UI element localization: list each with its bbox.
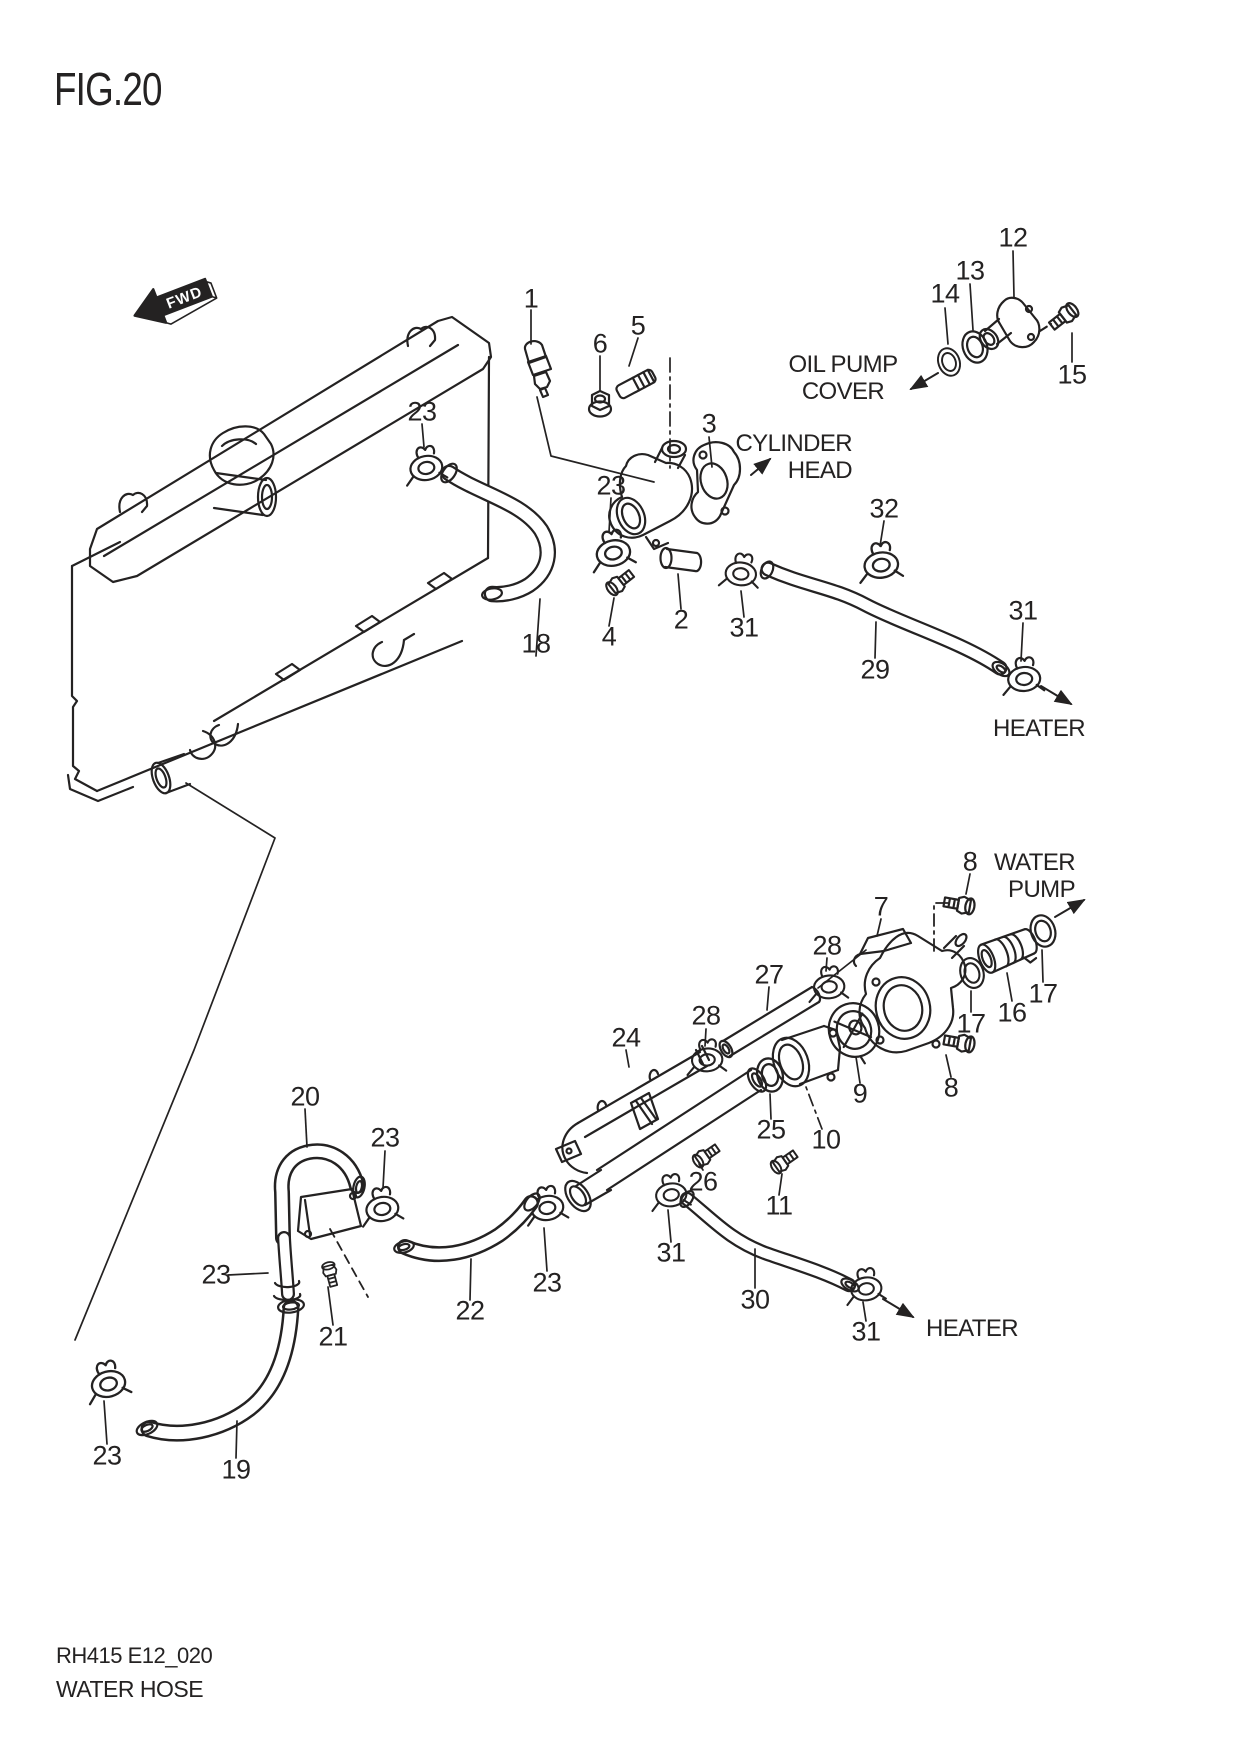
part-label-6: 6 — [592, 328, 608, 359]
part-label-16: 16 — [997, 997, 1027, 1028]
part-label-5: 5 — [630, 310, 646, 341]
radiator — [66, 315, 493, 803]
part-label-8-lower-bolt: 8 — [943, 1072, 959, 1103]
oil-pump-cover-parts — [933, 296, 1083, 380]
part-label-23-elbow-clamp: 23 — [370, 1122, 400, 1153]
fwd-badge: FWD — [133, 277, 218, 325]
part-label-11: 11 — [765, 1190, 793, 1221]
part-label-31-pipe2-clamp: 31 — [729, 612, 759, 643]
part-label-8-upper-bolt: 8 — [962, 846, 978, 877]
part-label-23-thermostat-clamp: 23 — [596, 470, 626, 501]
part-label-20: 20 — [290, 1081, 320, 1112]
part-label-31-hose30-left-clamp: 31 — [656, 1237, 686, 1268]
part-label-23-pipe24-clamp: 23 — [532, 1267, 562, 1298]
part-label-24: 24 — [611, 1022, 641, 1053]
part-label-31-hose29-clamp: 31 — [1008, 595, 1038, 626]
figure-title: FIG.20 — [54, 63, 162, 115]
part-label-27: 27 — [754, 959, 784, 990]
part-label-9: 9 — [852, 1078, 868, 1109]
part-label-29: 29 — [860, 654, 890, 685]
inlet-elbow-20 — [272, 1143, 405, 1302]
part-label-3: 3 — [701, 408, 717, 439]
part-label-23-hose19-lower-clamp: 23 — [92, 1440, 122, 1471]
part-label-23-hose19-upper-clamp: 23 — [201, 1259, 231, 1290]
part-label-25: 25 — [756, 1114, 786, 1145]
part-label-19: 19 — [221, 1454, 251, 1485]
caption-heater-lower: HEATER — [926, 1315, 1019, 1342]
caption-oil-pump-cover: OIL PUMP COVER — [788, 351, 898, 405]
caption-water-pump: WATER PUMP — [994, 849, 1076, 903]
part-label-10: 10 — [811, 1124, 841, 1155]
caption-cylinder-head: CYLINDER HEAD — [735, 430, 852, 484]
part-label-17-left-oring: 17 — [956, 1008, 986, 1039]
bypass-pipe-24 — [520, 1044, 801, 1227]
part-label-22: 22 — [455, 1295, 485, 1326]
part-label-15: 15 — [1057, 359, 1087, 390]
part-label-31-hose30-right-clamp: 31 — [851, 1316, 881, 1347]
part-label-26: 26 — [688, 1166, 718, 1197]
hose-19 — [79, 1298, 306, 1442]
heater-hose-29 — [759, 560, 1046, 696]
footer-figure-code: RH415 E12_020 — [56, 1643, 213, 1668]
footer-figure-title: WATER HOSE — [56, 1676, 204, 1702]
part-label-7: 7 — [873, 891, 889, 922]
caption-heater-upper: HEATER — [993, 715, 1086, 742]
leader-lines — [74, 250, 1073, 1459]
part-label-28-lower-clamp: 28 — [691, 1000, 721, 1031]
part-label-18: 18 — [521, 628, 551, 659]
water-pump-assembly — [683, 892, 1061, 1096]
part-label-32: 32 — [869, 493, 899, 524]
caption-arrows — [750, 372, 1086, 1319]
part-label-2: 2 — [673, 604, 689, 635]
part-label-1: 1 — [523, 283, 539, 314]
part-label-4: 4 — [601, 621, 617, 652]
part-label-28-upper-clamp: 28 — [812, 930, 842, 961]
part-label-13: 13 — [955, 255, 985, 286]
part-label-17-right-oring: 17 — [1028, 978, 1058, 1009]
radiator-inlet-hose-18 — [440, 462, 556, 603]
part-label-14: 14 — [930, 278, 960, 309]
part-label-12: 12 — [998, 222, 1028, 253]
hose-22 — [393, 1192, 541, 1263]
part-label-23-radiator-clamp: 23 — [407, 396, 437, 427]
thermostat-case-assembly — [399, 340, 905, 599]
heater-hose-30 — [646, 1171, 888, 1307]
part-label-30: 30 — [740, 1284, 770, 1315]
part-label-21: 21 — [318, 1321, 348, 1352]
